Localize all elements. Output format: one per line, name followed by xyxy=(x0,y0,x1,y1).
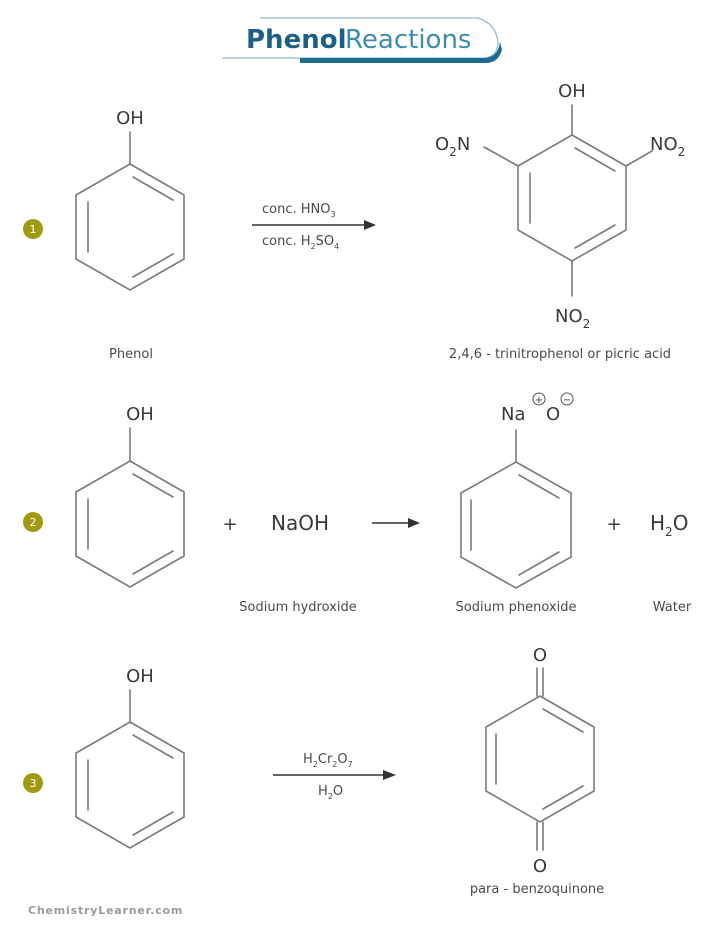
phenol-structure-1: OH Phenol xyxy=(75,108,185,362)
arrow-head-icon xyxy=(408,518,420,528)
step-badge-3 xyxy=(23,773,43,793)
bond xyxy=(483,146,519,167)
double-bond xyxy=(132,734,174,759)
carbonyl-oxygen-top: O xyxy=(533,645,547,666)
plus-sign: + xyxy=(606,514,621,535)
no2-right: NO2 xyxy=(650,134,685,159)
title-banner: Phenol Reactions xyxy=(222,17,502,63)
plus-sign: + xyxy=(222,514,237,535)
benzene-ring xyxy=(75,721,185,849)
step-badge-1 xyxy=(23,219,43,239)
carbonyl-oxygen-bottom: O xyxy=(533,856,547,877)
reactant-name: Phenol xyxy=(109,347,153,362)
title-outline xyxy=(222,17,499,59)
double-bond xyxy=(518,551,560,576)
double-bond xyxy=(132,473,174,498)
double-bond xyxy=(132,253,174,278)
double-bond xyxy=(542,708,584,733)
picric-acid-structure: OH O2N NO2 NO2 2,4,6 - trinitrophenol or… xyxy=(435,81,685,362)
phenol-structure-3: OH xyxy=(75,666,185,849)
benzene-ring xyxy=(75,460,185,588)
sodium-phenoxide-structure: Na O + − Sodium phenoxide xyxy=(456,392,577,615)
oh-group: OH xyxy=(116,108,144,129)
quinone-ring xyxy=(485,695,595,823)
title-bold: Phenol xyxy=(246,25,346,55)
benzene-ring xyxy=(75,163,185,291)
oh-group: OH xyxy=(126,404,154,425)
benzoquinone-structure: O O para - benzoquinone xyxy=(470,645,604,897)
reaction-1: 1 OH Phenol conc. HNO3 conc. H2SO4 OH xyxy=(23,81,685,362)
title-light: Reactions xyxy=(345,25,471,55)
step-number-1: 1 xyxy=(30,223,37,236)
oh-group: OH xyxy=(558,81,586,102)
double-bond xyxy=(542,785,584,810)
product-name: 2,4,6 - trinitrophenol or picric acid xyxy=(449,347,671,362)
title-underline-swoosh xyxy=(300,42,502,63)
reaction-3: 3 OH H2Cr2O7 H2O O O para - ben xyxy=(23,645,604,897)
negative-charge-icon xyxy=(560,392,574,406)
water-formula: H2O xyxy=(650,511,688,539)
double-bond xyxy=(574,147,616,172)
reaction-arrow-3: H2Cr2O7 H2O xyxy=(273,752,396,801)
byproduct-name: Water xyxy=(653,600,692,615)
benzene-ring xyxy=(460,461,572,589)
arrow-head-icon xyxy=(364,220,376,230)
footer-brand: ChemistryLearner.com xyxy=(28,904,183,917)
reaction-arrow-2 xyxy=(372,518,420,528)
no2-bottom: NO2 xyxy=(555,306,590,331)
double-bond xyxy=(132,176,174,201)
phenol-structure-2: OH xyxy=(75,404,185,588)
oxygen-atom: O xyxy=(546,404,560,425)
reaction-2: 2 OH + NaOH Sodium hydroxide Na O + − xyxy=(23,392,692,615)
reagent-top: H2Cr2O7 xyxy=(303,752,353,769)
positive-charge-icon xyxy=(532,392,546,406)
double-bond xyxy=(132,550,174,575)
step-badge-2 xyxy=(23,512,43,532)
reaction-arrow-1: conc. HNO3 conc. H2SO4 xyxy=(252,202,376,251)
product-name: Sodium phenoxide xyxy=(456,600,577,615)
reagent-top: conc. HNO3 xyxy=(262,202,336,219)
bond xyxy=(625,150,653,167)
double-bond xyxy=(574,224,616,249)
product-name: para - benzoquinone xyxy=(470,882,604,897)
benzene-ring xyxy=(517,134,627,262)
arrow-head-icon xyxy=(383,770,396,780)
naoh-reagent: NaOH xyxy=(271,511,329,535)
double-bond xyxy=(132,811,174,836)
reagent-bottom: conc. H2SO4 xyxy=(262,234,339,251)
positive-charge: + xyxy=(535,395,543,406)
sodium-atom: Na xyxy=(501,404,526,425)
step-number-3: 3 xyxy=(30,777,37,790)
no2-left: O2N xyxy=(435,134,470,159)
oh-group: OH xyxy=(126,666,154,687)
negative-charge: − xyxy=(563,395,571,406)
step-number-2: 2 xyxy=(30,516,37,529)
reagent-name: Sodium hydroxide xyxy=(239,600,356,615)
double-bond xyxy=(518,474,560,499)
reagent-bottom: H2O xyxy=(318,784,343,801)
